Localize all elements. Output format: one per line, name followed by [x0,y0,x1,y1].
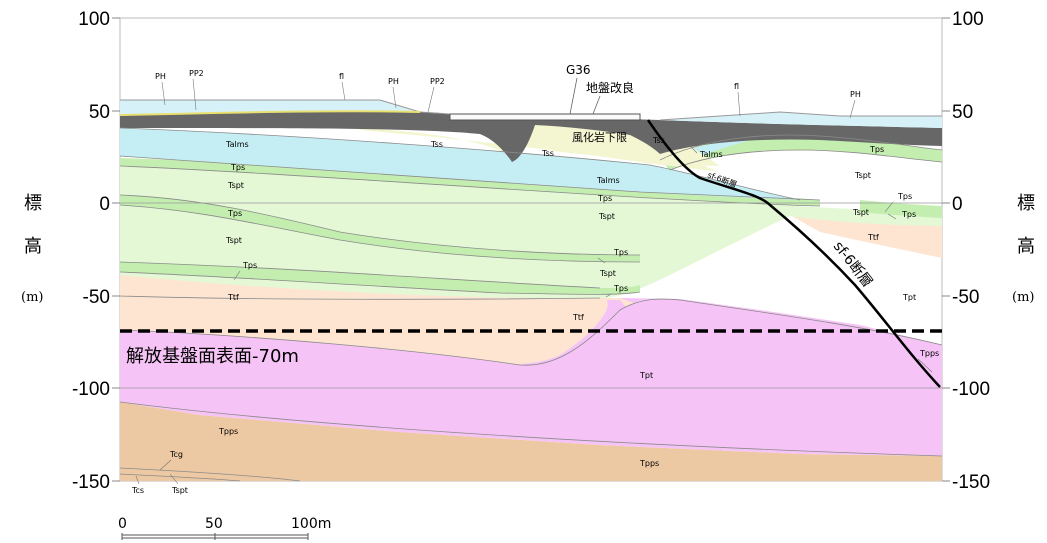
label-tspt-2: Tspt [225,236,242,245]
surface-fill [120,100,420,116]
label-tps-5: Tps [613,284,628,293]
label-pp2-1: PP2 [189,69,204,78]
ytick-right-50: 50 [952,102,973,123]
label-tspt-right: Tspt [854,171,871,180]
label-tps-r2: Tps [901,210,916,219]
label-ph-3: PH [850,90,861,99]
ytick-left-minus100: -100 [72,379,110,400]
ylabel-right-char1: 標 [1017,193,1035,214]
improvement-code: G36 [566,63,591,77]
label-tpt-right: Tpt [902,293,916,302]
label-tps-2: Tps [227,209,242,218]
label-tps-4: Tps [242,261,257,270]
layer-ttf-right [790,215,942,258]
label-tspt-bottom: Tspt [171,486,188,495]
ytick-left-100: 100 [78,9,110,30]
fault-line [646,119,941,388]
label-talms-2: Talms [699,150,723,159]
label-tcs: Tcs [131,486,144,495]
ytick-right-100: 100 [952,9,984,30]
label-tps-3: Tps [613,248,628,257]
ground-improvement-box [449,113,641,121]
surface-leaders [161,78,856,119]
label-tpps-1: Tpps [218,427,238,436]
label-tpt-mid: Tpt [639,371,653,380]
ytick-right-minus100: -100 [952,379,990,400]
label-tss-3: Tss [652,136,665,145]
label-tps-1: Tps [230,163,245,172]
ylabel-right-char2: 高 [1017,236,1035,257]
label-tspt-3: Tspt [599,269,616,278]
ytick-right-0: 0 [952,194,963,215]
label-ttf-1: Ttf [227,293,239,302]
layer-talms [120,128,800,200]
improvement-leader [569,77,578,115]
label-tspt-mid: Tspt [598,212,615,221]
label-fl-2: fl [734,82,739,91]
layer-boundaries [119,127,943,482]
label-pp2-2: PP2 [430,77,445,86]
ylabel-left-char1: 標 [24,193,42,214]
layer-tps-right2 [860,200,942,218]
ylabel-left-char2: 高 [24,236,42,257]
label-tps-right: Tps [869,145,884,154]
label-tcg: Tcg [169,450,183,459]
label-talms-1: Talms [225,140,249,149]
layer-dark-fill [120,110,942,162]
label-tpps-2: Tpps [639,459,659,468]
scale-label-100m: 100m [291,516,331,532]
layer-tps-2 [120,262,640,295]
layer-tpt-dome [120,299,942,400]
label-tpps-right: Tpps [919,349,939,358]
scale-label-0: 0 [118,516,127,532]
surface-yellow-line [119,110,421,116]
label-tps-r1: Tps [897,192,912,201]
scale-label-50: 50 [205,516,223,532]
layer-tspt [120,158,942,299]
layer-tps-3 [120,158,820,206]
label-ph-2: PH [388,77,399,86]
ytick-right-minus50: -50 [952,287,979,308]
scale-bar: 0 50 100m [118,516,331,540]
label-tss-1: Tss [430,140,443,149]
label-talms-3: Talms [596,176,620,185]
weathering-label: 風化岩下限 [572,130,627,144]
improvement-leader2 [592,95,601,115]
ytick-left-minus50: -50 [83,287,110,308]
label-tspt-1: Tspt [227,181,244,190]
unit-leaders [135,145,933,485]
base-line-label: 解放基盤面表面-70m [126,346,299,367]
label-tspt-r: Tspt [852,208,869,217]
label-tps-mid: Tps [597,194,612,203]
ytick-right-minus150: -150 [952,472,990,493]
layer-tpps [120,402,942,481]
surface-line [120,99,942,121]
improvement-label: 地盤改良 [586,80,634,95]
label-ttf-right: Ttf [867,233,879,242]
ylabel-right-unit: (m) [1012,290,1034,305]
ylabel-left-unit: (m) [21,290,43,305]
label-ttf-2: Ttf [572,313,584,322]
ytick-left-50: 50 [89,102,110,123]
tick-marks [112,17,950,482]
ytick-left-0: 0 [99,194,110,215]
label-fl-1: fl [339,72,344,81]
label-tss-2: Tss [541,149,554,158]
ytick-left-minus150: -150 [72,472,110,493]
label-ph-1: PH [155,72,166,81]
